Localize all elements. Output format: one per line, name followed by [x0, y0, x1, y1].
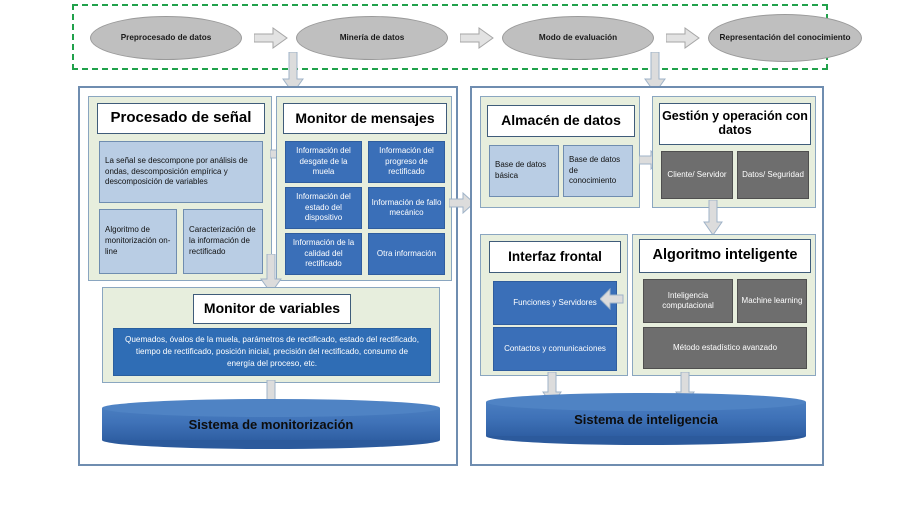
flow-step-modo-evaluacion[interactable]: Modo de evaluación — [502, 16, 654, 60]
front-interface-cell-funciones[interactable]: Funciones y Servidores — [493, 281, 617, 325]
message-cell-otra[interactable]: Otra información — [368, 233, 445, 275]
left-arrow-icon — [600, 288, 624, 310]
variable-monitor-title: Monitor de variables — [193, 294, 351, 324]
data-warehouse-group: Almacén de datos Base de datos básica Ba… — [480, 96, 640, 208]
message-cell-calidad[interactable]: Información de la calidad del rectificad… — [285, 233, 362, 275]
monitoring-system-cylinder: Sistema de monitorización — [102, 399, 440, 449]
cylinder-top — [486, 393, 806, 411]
right-arrow-icon — [460, 27, 494, 49]
monitoring-system-panel: Procesado de señal La señal se descompon… — [78, 86, 458, 466]
right-arrow-icon — [666, 27, 700, 49]
data-warehouse-cell-basica[interactable]: Base de datos básica — [489, 145, 559, 197]
message-cell-progreso[interactable]: Información del progreso de rectificado — [368, 141, 445, 183]
intelligence-system-label: Sistema de inteligencia — [574, 411, 718, 427]
message-cell-fallo-mecanico[interactable]: Información de fallo mecánico — [368, 187, 445, 229]
intelligence-system-panel: Almacén de datos Base de datos básica Ba… — [470, 86, 824, 466]
intelligent-algorithm-group: Algoritmo inteligente Inteligencia compu… — [632, 234, 816, 376]
flow-step-representacion[interactable]: Representación del conocimiento — [708, 14, 862, 62]
intelligent-algorithm-cell-machine-learning[interactable]: Machine learning — [737, 279, 807, 323]
data-management-group: Gestión y operación con datos Cliente/ S… — [652, 96, 816, 208]
signal-processing-cell-caracterizacion[interactable]: Caracterización de la información de rec… — [183, 209, 263, 274]
right-arrow-icon — [449, 192, 475, 214]
intelligent-algorithm-cell-metodo-estadistico[interactable]: Método estadístico avanzado — [643, 327, 807, 369]
variable-monitor-description: Quemados, óvalos de la muela, parámetros… — [113, 328, 431, 376]
down-arrow-icon — [260, 254, 282, 294]
message-cell-desgate[interactable]: Información del desgate de la muela — [285, 141, 362, 183]
data-management-cell-cliente-servidor[interactable]: Cliente/ Servidor — [661, 151, 733, 199]
data-management-title: Gestión y operación con datos — [659, 103, 811, 145]
message-cell-estado-dispositivo[interactable]: Información del estado del dispositivo — [285, 187, 362, 229]
flow-step-label: Representación del conocimiento — [719, 32, 851, 42]
intelligence-system-cylinder: Sistema de inteligencia — [486, 393, 806, 445]
flow-step-label: Preprocesado de datos — [120, 32, 212, 42]
intelligent-algorithm-title: Algoritmo inteligente — [639, 239, 811, 273]
flow-step-preprocesado[interactable]: Preprocesado de datos — [90, 16, 242, 60]
flow-step-label: Minería de datos — [339, 32, 405, 42]
cylinder-top — [102, 399, 440, 417]
message-monitor-title: Monitor de mensajes — [283, 103, 447, 134]
intelligent-algorithm-cell-inteligencia[interactable]: Inteligencia computacional — [643, 279, 733, 323]
flow-step-label: Modo de evaluación — [538, 32, 618, 42]
message-monitor-group: Monitor de mensajes Información del desg… — [276, 96, 452, 281]
data-warehouse-cell-conocimiento[interactable]: Base de datos de conocimiento — [563, 145, 633, 197]
right-arrow-icon — [254, 27, 288, 49]
data-warehouse-title: Almacén de datos — [487, 105, 635, 137]
signal-processing-group: Procesado de señal La señal se descompon… — [88, 96, 272, 281]
monitoring-system-label: Sistema de monitorización — [188, 416, 354, 432]
front-interface-group: Interfaz frontal Funciones y Servidores … — [480, 234, 628, 376]
down-arrow-icon — [703, 200, 723, 236]
front-interface-title: Interfaz frontal — [489, 241, 621, 273]
signal-processing-cell-algoritmo[interactable]: Algoritmo de monitorización on-line — [99, 209, 177, 274]
variable-monitor-group: Monitor de variables Quemados, óvalos de… — [102, 287, 440, 383]
flow-step-mineria[interactable]: Minería de datos — [296, 16, 448, 60]
front-interface-cell-contactos[interactable]: Contactos y comunicaciones — [493, 327, 617, 371]
data-mining-flow-band: Preprocesado de datos Minería de datos M… — [72, 4, 862, 70]
signal-processing-description: La señal se descompone por análisis de o… — [99, 141, 263, 203]
signal-processing-title: Procesado de señal — [97, 103, 265, 134]
data-management-cell-datos-seguridad[interactable]: Datos/ Seguridad — [737, 151, 809, 199]
